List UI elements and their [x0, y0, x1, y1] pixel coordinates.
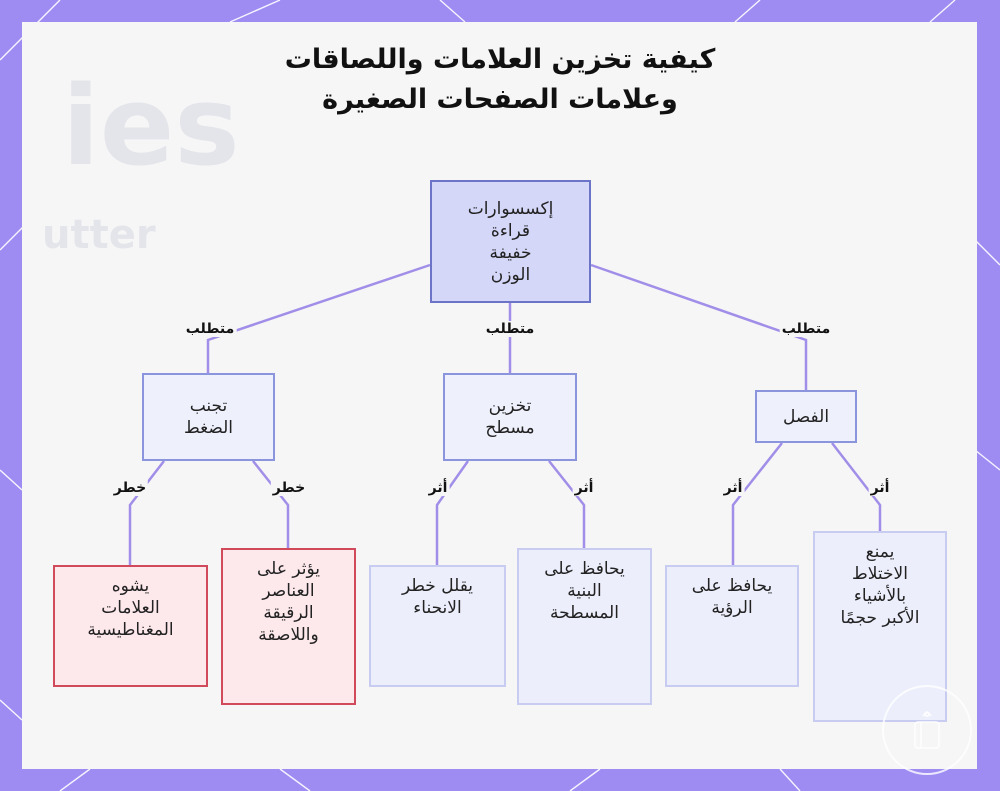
outcome-node-delicate-damage: يؤثر على العناصر الرقيقة واللاصقة: [221, 548, 356, 705]
edge-label-effect-1: أثر: [426, 480, 450, 496]
edge-label-effect-4: أثر: [868, 480, 892, 496]
requirement-node-avoid-pressure: تجنب الضغط: [142, 373, 275, 461]
outcome-label-magnetic-damage: يشوه العلامات المغناطيسية: [87, 576, 174, 640]
title-line-2: وعلامات الصفحات الصغيرة: [322, 84, 678, 115]
watermark-logo-icon: [882, 685, 972, 775]
link-sep-visibility: [731, 442, 783, 565]
outcome-node-magnetic-damage: يشوه العلامات المغناطيسية: [53, 565, 208, 687]
root-node-label: إكسسوارات قراءة خفيفة الوزن: [467, 198, 554, 285]
root-node: إكسسوارات قراءة خفيفة الوزن: [430, 180, 591, 303]
edge-label-requirement-3: متطلب: [779, 321, 833, 337]
link-avoid-magnetic: [128, 460, 165, 565]
requirement-node-flat-storage: تخزين مسطح: [443, 373, 577, 461]
outcome-label-keeps-flat: يحافظ على البنية المسطحة: [544, 559, 625, 623]
link-flat-keepsflat: [548, 460, 586, 548]
outcome-node-keeps-flat: يحافظ على البنية المسطحة: [517, 548, 652, 705]
edge-label-risk-2: خطر: [270, 480, 308, 496]
edge-label-requirement-1: متطلب: [183, 321, 237, 337]
background-ghost-text-1: ies: [62, 62, 240, 190]
link-avoid-delicate: [252, 460, 290, 548]
edge-label-risk-1: خطر: [111, 480, 149, 496]
outcome-label-prevents-mixing: يمنع الاختلاط بالأشياء الأكبر حجمًا: [840, 542, 920, 628]
link-root-separation: [590, 263, 808, 390]
edge-label-effect-2: أثر: [572, 480, 596, 496]
requirement-node-separation: الفصل: [755, 390, 857, 443]
requirement-label-flat-storage: تخزين مسطح: [485, 396, 535, 438]
outcome-label-delicate-damage: يؤثر على العناصر الرقيقة واللاصقة: [257, 559, 320, 645]
requirement-label-separation: الفصل: [782, 406, 830, 427]
outcome-label-keeps-visibility: يحافظ على الرؤية: [691, 576, 773, 618]
outcome-node-reduce-bending: يقلل خطر الانحناء: [369, 565, 506, 687]
diagram-title: كيفية تخزين العلامات واللصاقات وعلامات ا…: [0, 40, 1000, 120]
outcome-label-reduce-bending: يقلل خطر الانحناء: [401, 576, 474, 618]
edge-label-effect-3: أثر: [721, 480, 745, 496]
edge-label-requirement-2: متطلب: [483, 321, 537, 337]
requirement-label-avoid-pressure: تجنب الضغط: [184, 396, 233, 438]
link-root-avoid-pressure: [206, 263, 431, 373]
link-sep-mixing: [831, 442, 882, 531]
outcome-node-keeps-visibility: يحافظ على الرؤية: [665, 565, 799, 687]
link-flat-bending: [435, 460, 470, 565]
background-ghost-text-2: utter: [42, 212, 156, 258]
title-line-1: كيفية تخزين العلامات واللصاقات: [284, 44, 716, 75]
